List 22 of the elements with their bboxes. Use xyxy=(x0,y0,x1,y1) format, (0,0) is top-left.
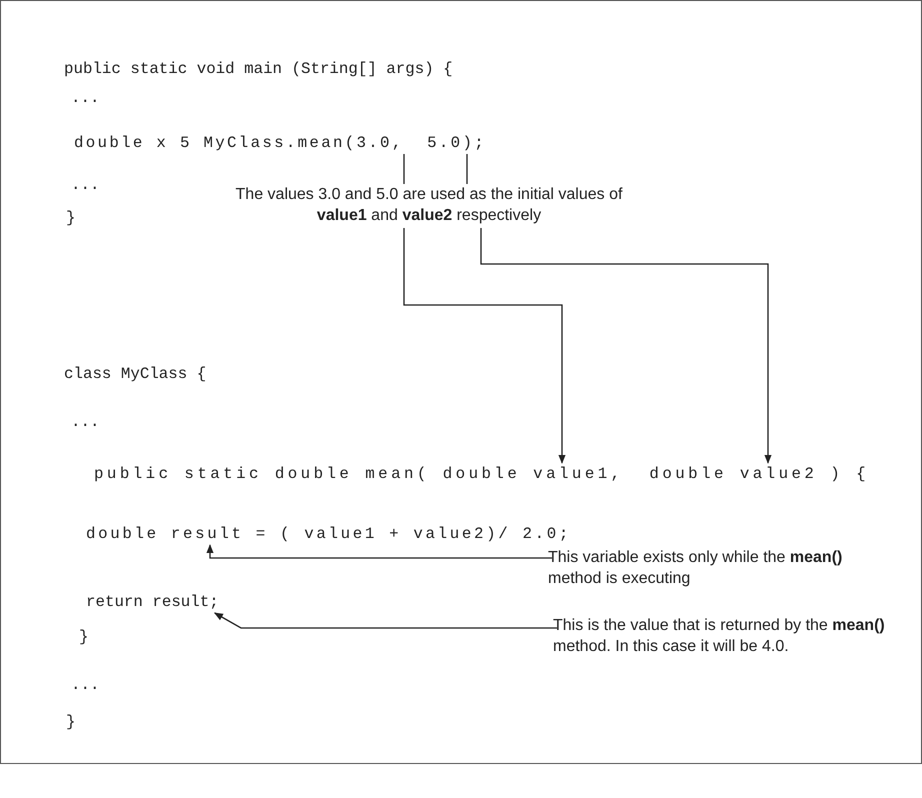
leader-arrow xyxy=(214,612,557,629)
code-line: } xyxy=(66,713,76,731)
code-line: public static double mean( double value1, double value2 ) { xyxy=(94,465,869,483)
leader-arrow xyxy=(480,228,772,464)
annotation-text: The values 3.0 and 5.0 are used as the initial values of value1 and value2 respectively xyxy=(229,184,629,226)
code-line: class MyClass { xyxy=(64,365,206,383)
code-line: } xyxy=(79,628,88,646)
leader-arrow xyxy=(403,228,566,464)
code-line: public static void main (String[] args) { xyxy=(64,60,453,78)
code-line: double result = ( value1 + value2)/ 2.0; xyxy=(86,525,571,543)
code-line: ... xyxy=(71,676,100,694)
leader-arrow xyxy=(206,544,552,559)
code-line: ... xyxy=(71,89,100,107)
leader-line xyxy=(403,154,405,184)
code-line: ... xyxy=(71,413,100,431)
leader-line xyxy=(466,154,468,184)
code-line: double x 5 MyClass.mean(3.0, 5.0); xyxy=(74,134,486,152)
code-line: ... xyxy=(71,176,100,194)
annotation-text: This variable exists only while the mean() method is executing xyxy=(548,547,848,589)
code-line: return result; xyxy=(86,593,219,611)
annotation-text: This is the value that is returned by the mean() method. In this case it will be 4.0. xyxy=(553,615,893,657)
code-line: } xyxy=(66,209,76,227)
